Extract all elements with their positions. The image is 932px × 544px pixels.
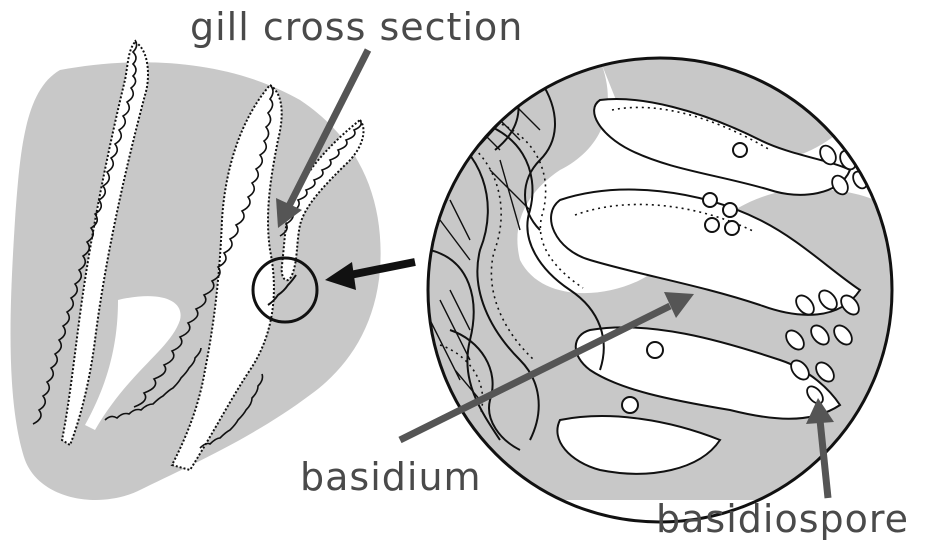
nucleus xyxy=(703,193,717,207)
basidiospore-label: basidiospore xyxy=(656,500,909,538)
magnified-view xyxy=(420,48,920,522)
nucleus xyxy=(723,203,737,217)
gill-tissue-group xyxy=(11,40,381,500)
nucleus xyxy=(705,218,719,232)
nucleus xyxy=(647,342,663,358)
basidium-label: basidium xyxy=(300,458,482,496)
nucleus xyxy=(622,397,638,413)
nucleus xyxy=(725,221,739,235)
nucleus xyxy=(733,143,747,157)
gill-cross-section-label: gill cross section xyxy=(190,8,523,46)
